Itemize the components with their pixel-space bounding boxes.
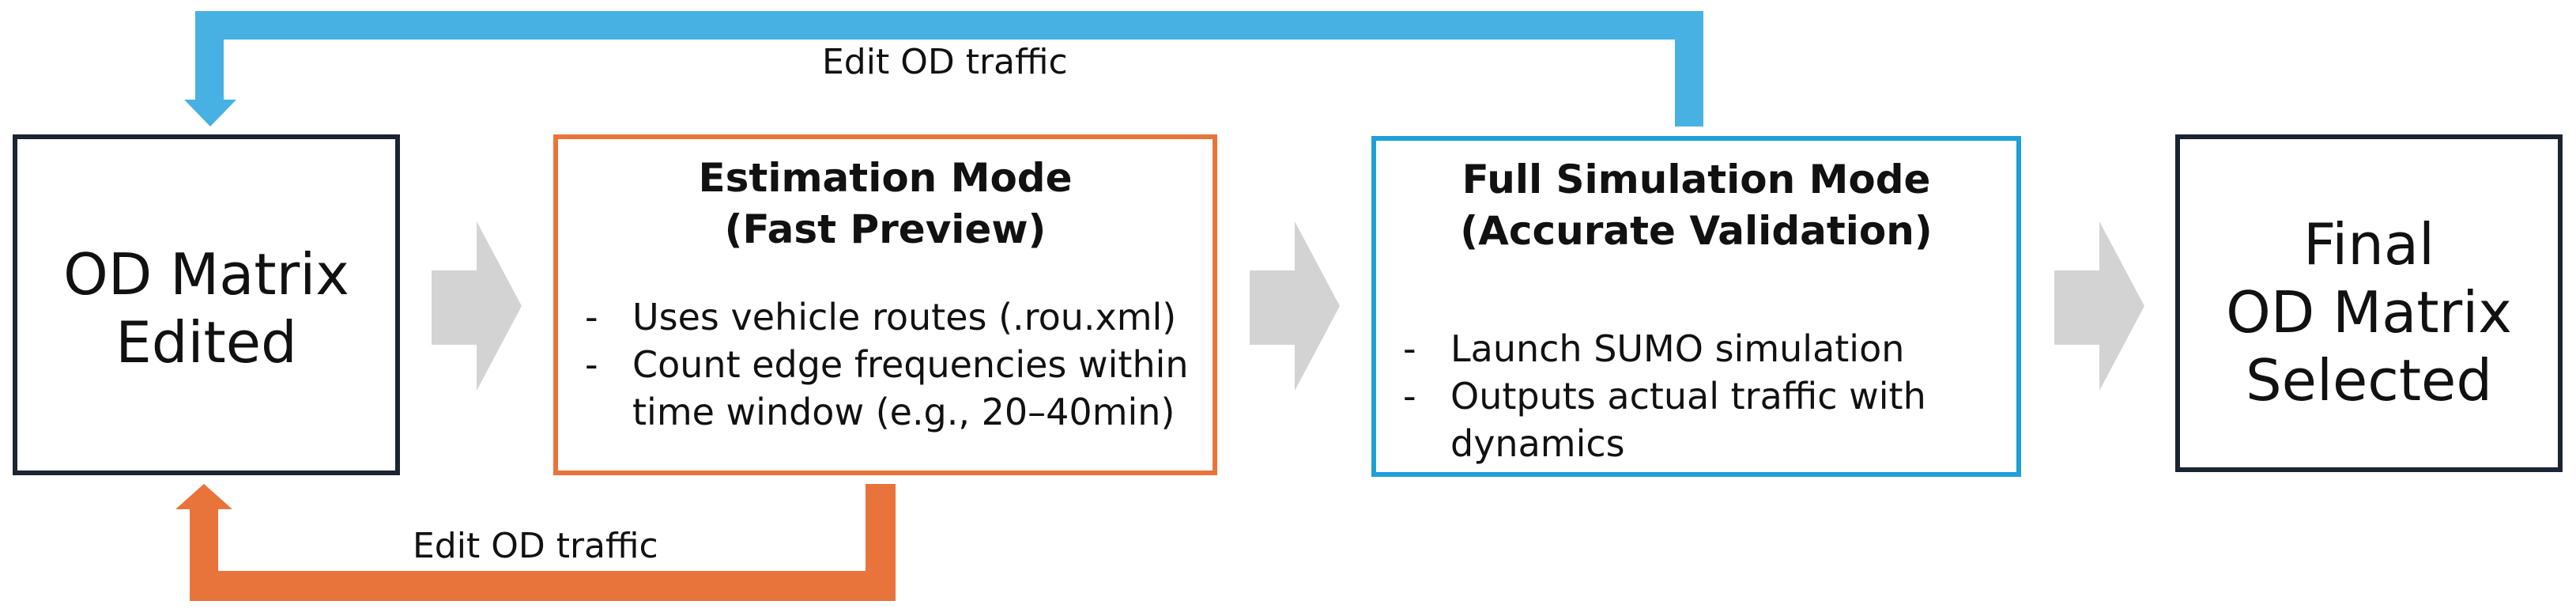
full-simulation-mode-bullets: Launch SUMO simulation Outputs actual tr… [1403,325,1956,467]
full-simulation-mode-subtitle: (Accurate Validation) [1460,208,1933,254]
final-od-matrix-line3: Selected [2245,347,2493,414]
full-simulation-bullet-outputs: Outputs actual traffic with dynamics [1403,372,1956,467]
top-feedback-label: Edit OD traffic [822,42,1068,82]
estimation-bullet-routes: Uses vehicle routes (.rou.xml) [585,293,1209,341]
bottom-feedback-label: Edit OD traffic [413,526,658,566]
final-od-matrix-line2: OD Matrix [2226,279,2512,346]
full-simulation-mode-title: Full Simulation Mode [1461,157,1931,202]
estimation-mode-box: Estimation Mode (Fast Preview) Uses vehi… [553,134,1217,475]
estimation-mode-bullets: Uses vehicle routes (.rou.xml) Count edg… [585,293,1209,436]
od-matrix-edited-line1: OD Matrix [63,241,349,308]
blue-feedback-arrow [184,11,1703,127]
estimation-mode-title: Estimation Mode [698,155,1073,201]
orange-feedback-arrow [175,484,896,601]
estimation-bullet-edge-frequencies: Count edge frequencies within time windo… [585,341,1209,436]
final-od-matrix-line1: Final [2303,211,2435,278]
gray-arrow-2 [1250,221,1340,391]
estimation-mode-subtitle: (Fast Preview) [724,206,1047,252]
od-matrix-edited-box: OD Matrix Edited [13,134,400,475]
full-simulation-bullet-launch: Launch SUMO simulation [1403,325,1956,372]
gray-arrow-1 [432,221,522,391]
gray-arrow-3 [2054,221,2144,391]
final-od-matrix-box: Final OD Matrix Selected [2175,134,2563,472]
od-matrix-edited-line2: Edited [115,309,297,376]
full-simulation-mode-box: Full Simulation Mode (Accurate Validatio… [1371,136,2021,477]
